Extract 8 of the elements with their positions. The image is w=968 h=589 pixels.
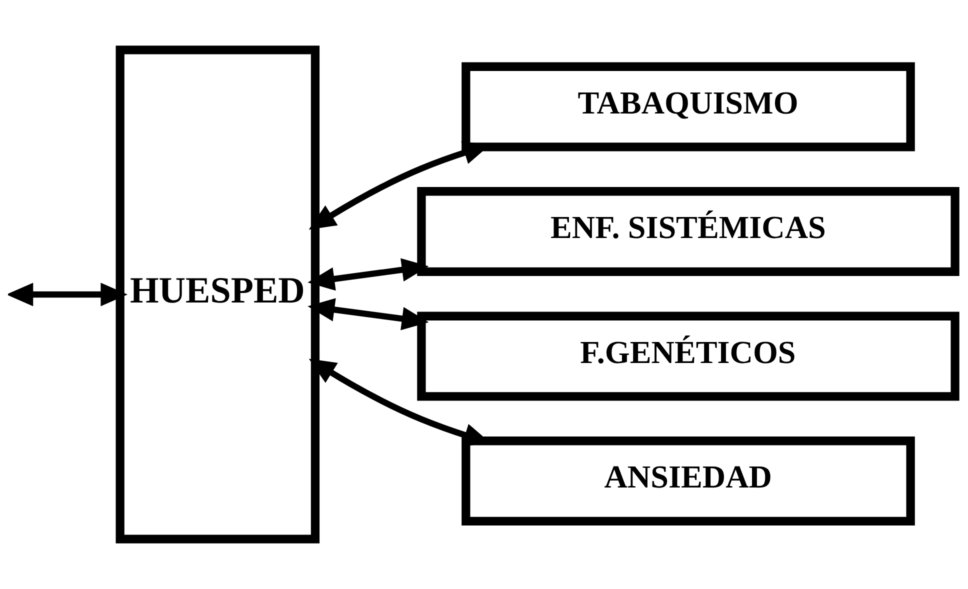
arrow: [8, 282, 128, 306]
arrow: [308, 298, 429, 330]
node-box: HUESPED: [116, 46, 320, 544]
node-box: ENF. SISTÉMICAS: [417, 187, 960, 276]
node-box: TABAQUISMO: [462, 62, 915, 152]
node-box: ANSIEDAD: [462, 436, 915, 526]
arrow: [308, 258, 429, 291]
node-box: F.GENÉTICOS: [417, 312, 960, 401]
